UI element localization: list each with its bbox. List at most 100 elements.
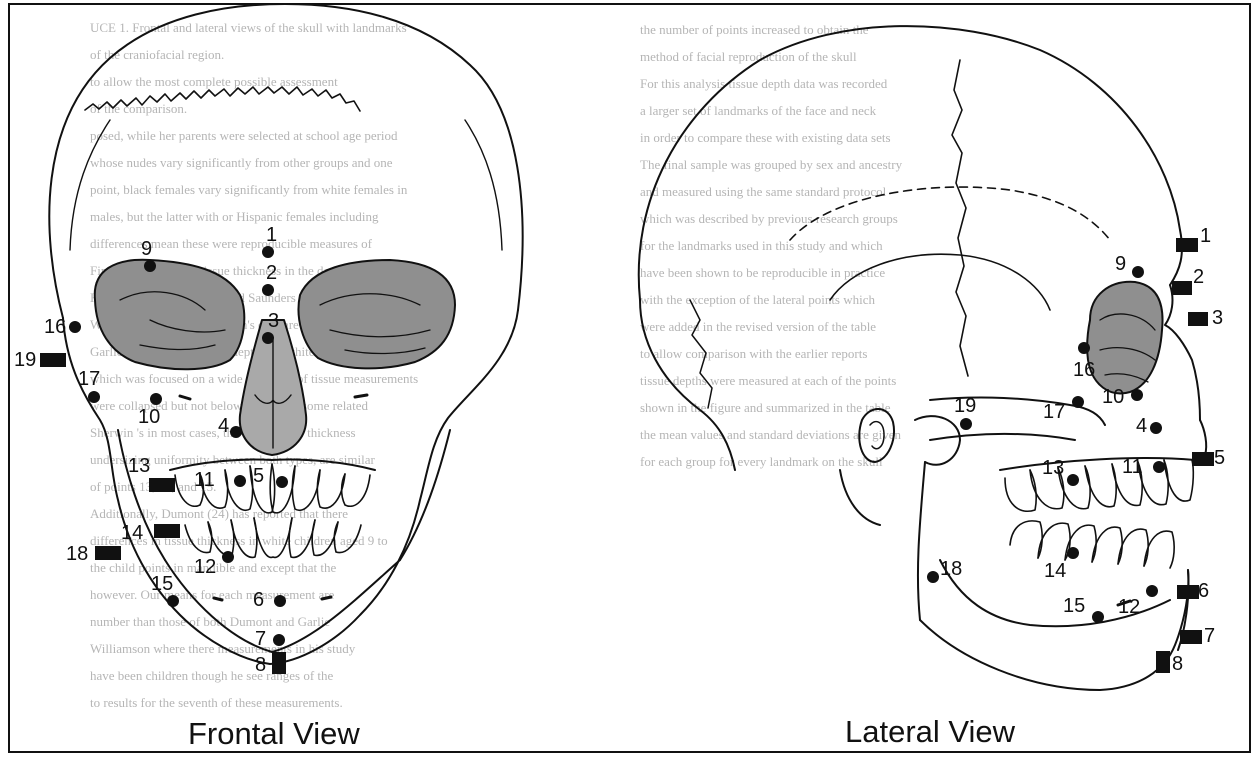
bleed-through-line: for each group for every landmark on the… xyxy=(640,454,883,469)
frontal-landmark-label: 14 xyxy=(121,522,143,544)
bleed-through-line: and measured using the same standard pro… xyxy=(640,184,887,199)
lateral-orbit xyxy=(1087,282,1162,394)
bleed-through-line: point, black females vary significantly … xyxy=(90,182,408,197)
bleed-through-line: the number of points increased to obtain… xyxy=(640,22,869,37)
frontal-landmark-marker xyxy=(88,391,100,403)
lateral-condyle xyxy=(915,416,960,465)
frontal-landmark-label: 9 xyxy=(141,238,152,260)
bleed-through-line: differences mean these were reproducible… xyxy=(90,236,373,251)
bleed-through-line: have been shown to be reproducible in pr… xyxy=(640,265,885,280)
lateral-landmark-label: 8 xyxy=(1172,653,1183,675)
bleed-through-line: shown in the figure and summarized in th… xyxy=(640,400,891,415)
lateral-landmark-marker xyxy=(1176,238,1198,252)
lateral-coronal-suture xyxy=(952,60,968,376)
bleed-through-line: were added in the revised version of the… xyxy=(640,319,876,334)
lateral-landmark-label: 14 xyxy=(1044,560,1066,582)
lateral-landmark-label: 17 xyxy=(1043,401,1065,423)
lateral-landmark-label: 12 xyxy=(1118,596,1140,618)
frontal-landmark-label: 13 xyxy=(128,455,150,477)
bleed-through-line: which was described by previous research… xyxy=(640,211,898,226)
lateral-brow-profile xyxy=(1165,285,1200,420)
lateral-landmark-label: 2 xyxy=(1193,266,1204,288)
lateral-landmark-label: 19 xyxy=(954,395,976,417)
frontal-landmark-marker xyxy=(273,634,285,646)
lateral-view-caption: Lateral View xyxy=(845,714,1015,750)
lateral-landmark-label: 6 xyxy=(1198,580,1209,602)
lateral-upper-teeth xyxy=(1005,460,1193,511)
frontal-landmark-marker xyxy=(262,332,274,344)
lateral-landmark-marker xyxy=(1156,651,1170,673)
frontal-landmark-marker xyxy=(150,393,162,405)
lateral-landmark-label: 18 xyxy=(940,558,962,580)
frontal-landmark-marker xyxy=(40,353,66,367)
frontal-landmark-label: 8 xyxy=(255,654,266,676)
lateral-landmark-label: 11 xyxy=(1122,456,1143,478)
bleed-through-line: a larger set of landmarks of the face an… xyxy=(640,103,877,118)
lateral-landmark-marker xyxy=(927,571,939,583)
bleed-through-line: to results for the seventh of these meas… xyxy=(90,695,343,710)
bleed-through-line: For this analysis tissue depth data was … xyxy=(640,76,888,91)
frontal-landmark-label: 4 xyxy=(218,415,229,437)
bleed-through-line: The final sample was grouped by sex and … xyxy=(640,157,903,172)
lateral-landmark-label: 13 xyxy=(1042,457,1064,479)
frontal-landmark-marker xyxy=(95,546,121,560)
frontal-landmark-marker xyxy=(144,260,156,272)
frontal-landmark-marker xyxy=(167,595,179,607)
lateral-landmark-label: 16 xyxy=(1073,359,1095,381)
lateral-landmark-marker xyxy=(1132,266,1144,278)
frontal-landmark-label: 6 xyxy=(253,589,264,611)
frontal-landmark-marker xyxy=(274,595,286,607)
lateral-landmark-marker xyxy=(1153,461,1165,473)
lateral-landmark-marker xyxy=(960,418,972,430)
bleed-through-line: have been children though he see ranges … xyxy=(90,668,334,683)
lateral-landmark-label: 15 xyxy=(1063,595,1085,617)
frontal-landmark-marker xyxy=(272,652,286,674)
lateral-landmark-marker xyxy=(1067,474,1079,486)
frontal-landmark-label: 18 xyxy=(66,543,88,565)
lateral-landmark-label: 7 xyxy=(1204,625,1215,647)
lateral-landmark-marker xyxy=(1092,611,1104,623)
frontal-orbit-right xyxy=(299,260,455,368)
frontal-landmark-label: 11 xyxy=(194,469,215,491)
lateral-landmark-marker xyxy=(1078,342,1090,354)
frontal-landmark-label: 5 xyxy=(253,465,264,487)
frontal-landmark-label: 7 xyxy=(255,628,266,650)
frontal-landmark-label: 2 xyxy=(266,262,277,284)
bleed-through-line: with the exception of the lateral points… xyxy=(640,292,876,307)
frontal-view-caption: Frontal View xyxy=(188,716,360,752)
lateral-landmark-label: 9 xyxy=(1115,253,1126,275)
frontal-landmark-marker xyxy=(154,524,180,538)
frontal-landmark-label: 1 xyxy=(266,224,277,246)
frontal-landmark-label: 17 xyxy=(78,368,100,390)
bleed-through-line: tissue depths were measured at each of t… xyxy=(640,373,896,388)
bleed-through-line: males, but the latter with or Hispanic f… xyxy=(90,209,379,224)
lateral-landmark-marker xyxy=(1188,312,1208,326)
lateral-landmark-label: 10 xyxy=(1102,386,1124,408)
lateral-landmark-marker xyxy=(1172,281,1192,295)
lateral-nose-profile xyxy=(1200,420,1206,455)
lateral-lower-teeth xyxy=(1010,521,1174,568)
frontal-infraorbital-foramen-right xyxy=(355,395,367,397)
lateral-landmark-label: 4 xyxy=(1136,415,1147,437)
frontal-landmark-label: 10 xyxy=(138,406,160,428)
bleed-through-line: method of facial reproduction of the sku… xyxy=(640,49,857,64)
lateral-landmark-marker xyxy=(1177,585,1199,599)
bleed-through-line: UCE 1. Frontal and lateral views of the … xyxy=(90,20,407,35)
frontal-landmark-marker xyxy=(222,551,234,563)
frontal-temporal-line-right xyxy=(465,120,502,250)
bleed-through-line: posed, while her parents were selected a… xyxy=(90,128,398,143)
frontal-landmark-marker xyxy=(262,284,274,296)
lateral-landmark-marker xyxy=(1192,452,1214,466)
frontal-landmark-marker xyxy=(276,476,288,488)
lateral-landmark-marker xyxy=(1150,422,1162,434)
lateral-mastoid xyxy=(840,470,880,525)
frontal-landmark-label: 19 xyxy=(14,349,36,371)
frontal-landmark-marker xyxy=(69,321,81,333)
frontal-landmark-label: 16 xyxy=(44,316,66,338)
lateral-zygomatic-lower xyxy=(930,434,1075,440)
lateral-landmark-label: 3 xyxy=(1212,307,1223,329)
lateral-landmark-marker xyxy=(1131,389,1143,401)
lateral-landmark-marker xyxy=(1146,585,1158,597)
